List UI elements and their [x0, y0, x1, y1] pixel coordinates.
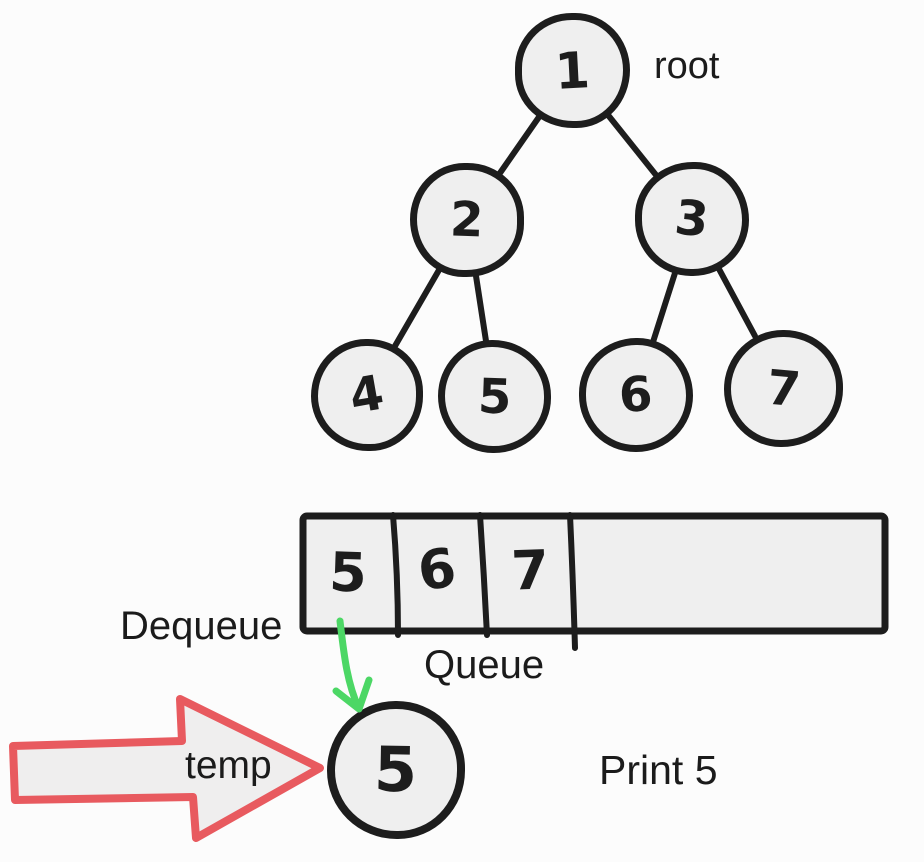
root-label: root: [654, 45, 720, 87]
tree-node-2-value: 2: [449, 191, 485, 249]
queue-divider-1: [390, 512, 401, 638]
tree-node-2: 2: [410, 163, 524, 277]
queue-cell-1-value: 6: [413, 535, 460, 604]
tree-node-6: 6: [579, 338, 693, 452]
temp-arrow-label: temp: [185, 744, 272, 787]
tree-edge-2-5: [473, 273, 489, 344]
temp-node-value: 5: [373, 732, 419, 807]
tree-edge-1-2: [497, 114, 542, 176]
tree-edge-1-3: [605, 112, 659, 178]
queue-divider-3: [567, 512, 578, 651]
red-temp-arrow: [9, 695, 324, 842]
tree-node-3: 3: [635, 162, 749, 276]
queue-divider-2: [477, 512, 490, 638]
tree-node-4-value: 4: [345, 364, 389, 426]
tree-node-5-value: 5: [476, 367, 513, 426]
tree-node-6-value: 6: [617, 365, 655, 425]
temp-node: 5: [327, 701, 465, 839]
tree-node-4: 4: [311, 339, 423, 451]
tree-node-1: 1: [515, 13, 630, 128]
tree-node-3-value: 3: [672, 189, 712, 249]
dequeue-label: Dequeue: [120, 604, 283, 648]
print-label: Print 5: [599, 747, 718, 793]
queue-cell-2-value: 7: [510, 538, 550, 603]
tree-node-7-value: 7: [764, 359, 803, 418]
tree-edge-3-6: [650, 270, 678, 345]
queue-box: [299, 512, 889, 635]
tree-edge-3-7: [716, 266, 758, 339]
tree-node-7: 7: [724, 330, 843, 447]
tree-edge-2-4: [392, 267, 442, 349]
queue-label: Queue: [424, 643, 545, 687]
tree-node-1-value: 1: [553, 40, 592, 101]
queue-cell-0-value: 5: [328, 540, 368, 605]
tree-node-5: 5: [438, 340, 551, 453]
